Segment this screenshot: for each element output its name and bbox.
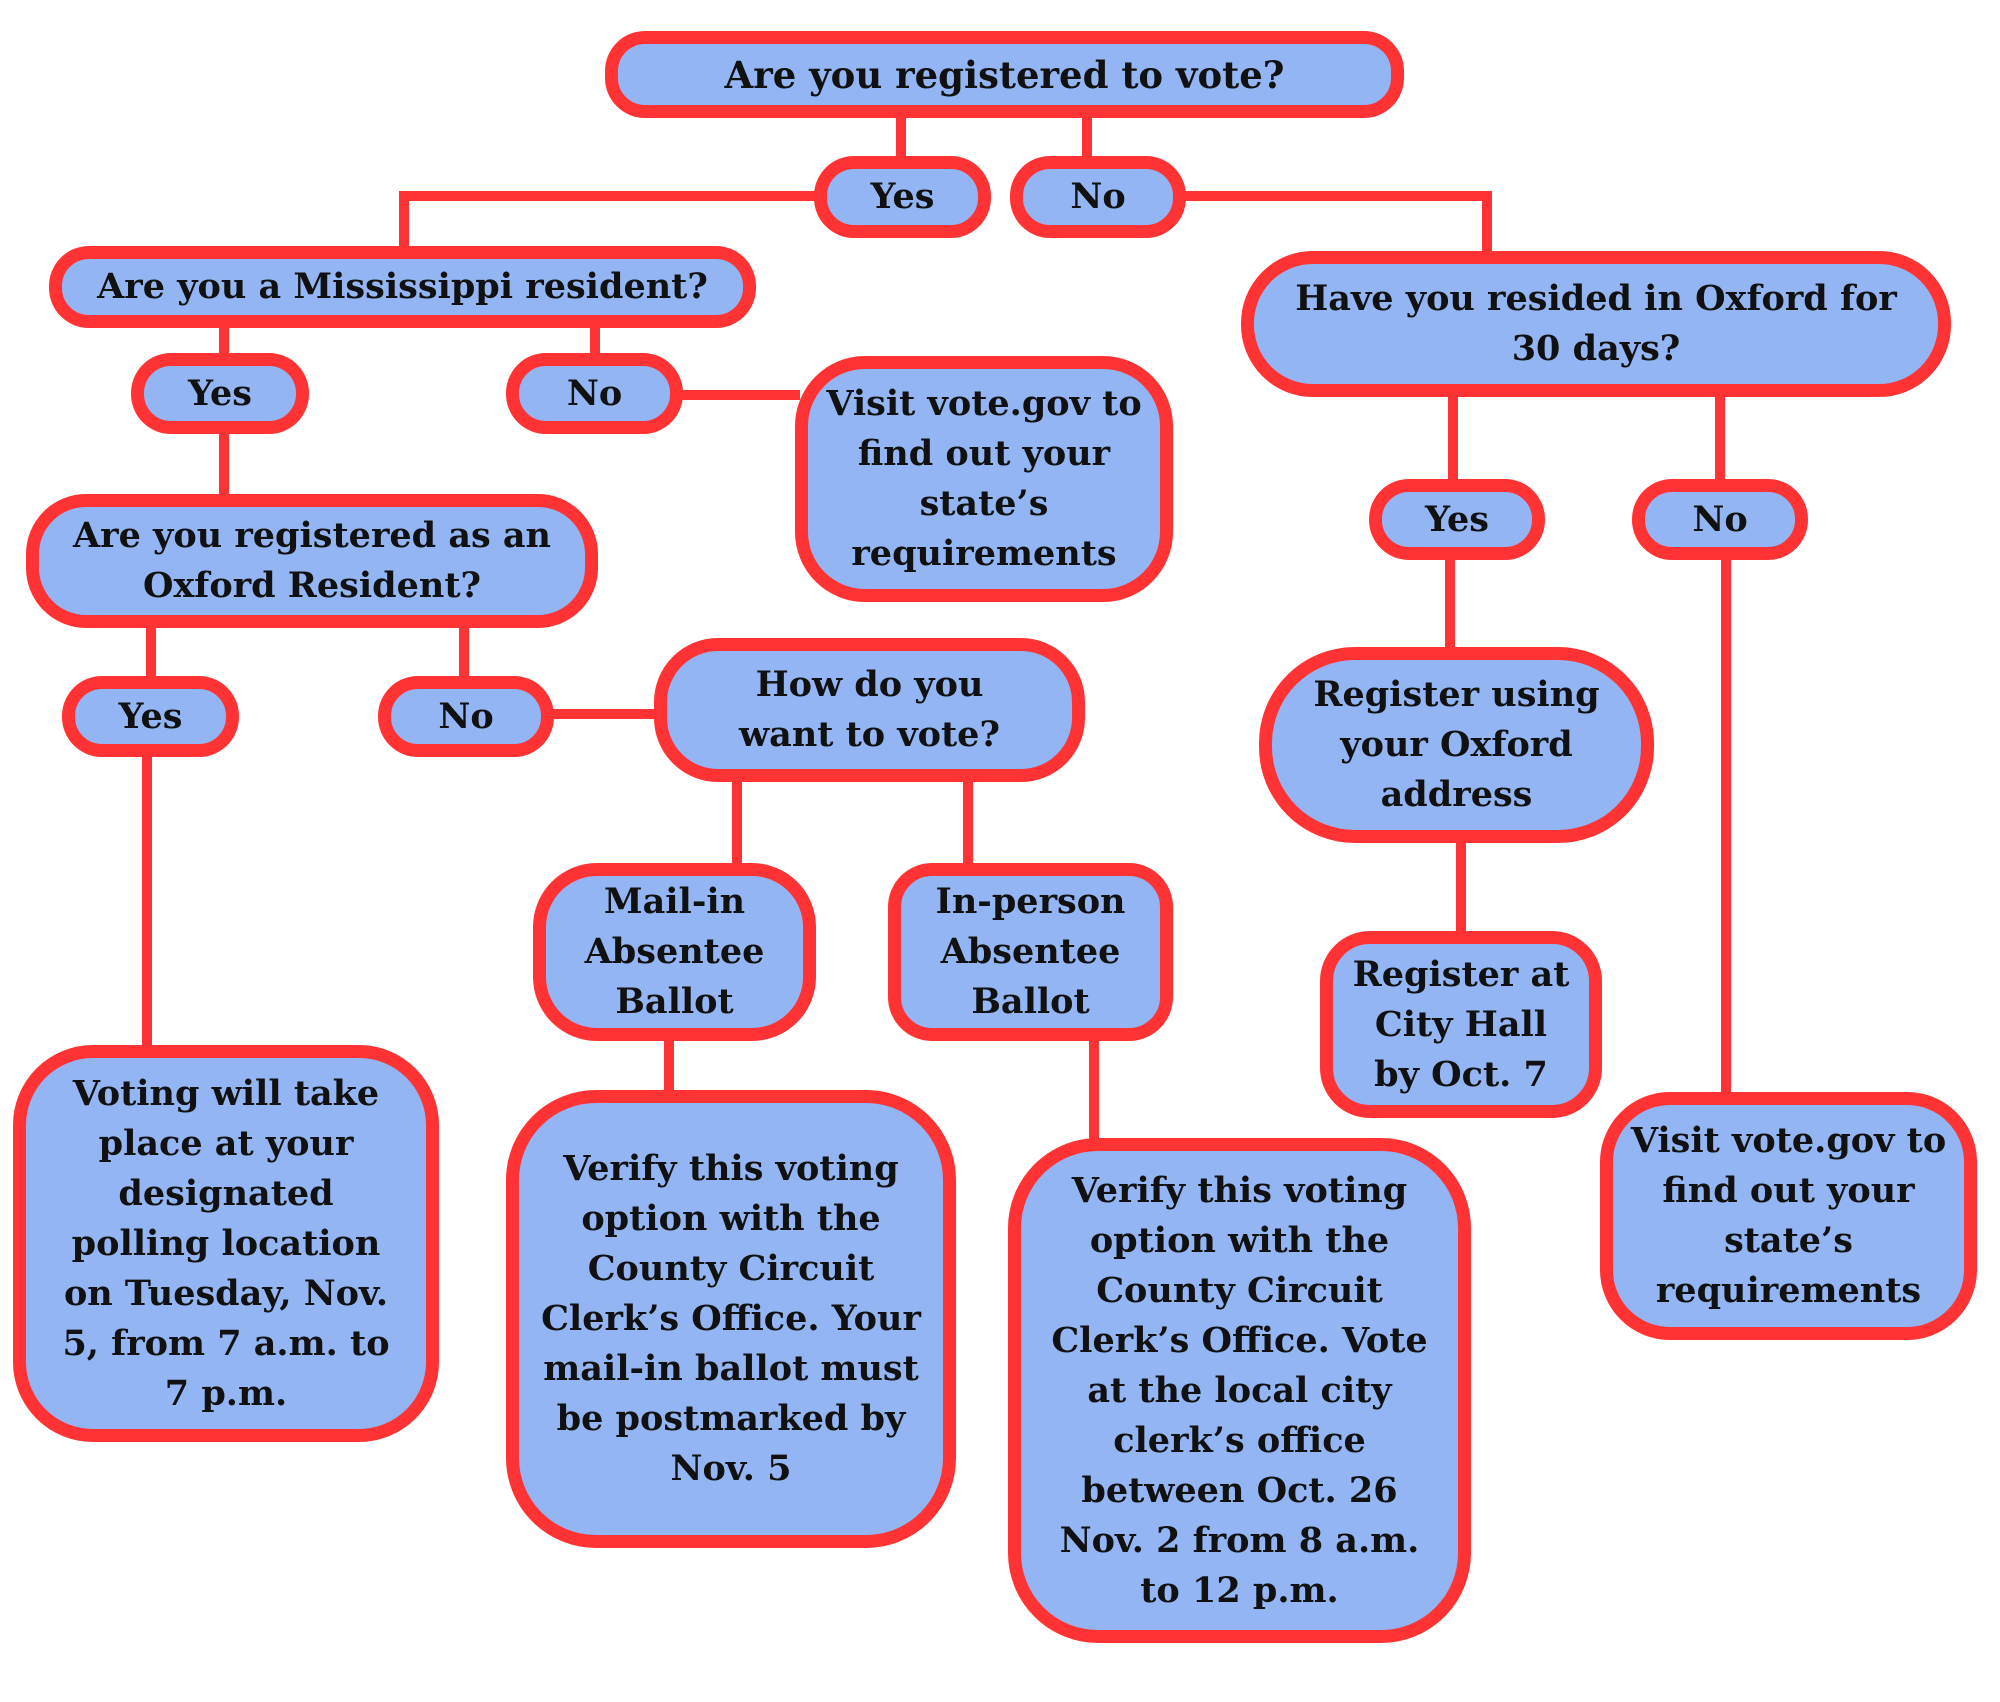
voting-location-info: Voting will take place at your designate…: [13, 1045, 439, 1442]
question-oxford-resident: Are you registered as an Oxford Resident…: [26, 494, 598, 628]
visit-vote-gov-box-2: Visit vote.gov to find out your state’s …: [1600, 1092, 1977, 1340]
connector: [732, 776, 742, 868]
connector: [1721, 555, 1731, 1096]
connector: [1089, 1036, 1099, 1142]
answer-registered-no: No: [1010, 156, 1186, 238]
question-resided-30-days: Have you resided in Oxford for 30 days?: [1241, 251, 1951, 397]
connector: [399, 191, 409, 251]
connector: [1482, 191, 1492, 256]
connector: [590, 322, 600, 357]
question-how-to-vote: How do you want to vote?: [654, 638, 1085, 782]
answer-oxford-no: No: [378, 676, 554, 757]
connector: [1180, 191, 1492, 201]
answer-resided-yes: Yes: [1369, 479, 1545, 560]
verify-mail-in-info: Verify this voting option with the Count…: [506, 1090, 956, 1548]
answer-oxford-yes: Yes: [62, 676, 239, 757]
connector: [142, 750, 152, 1050]
question-registered-to-vote: Are you registered to vote?: [605, 31, 1404, 118]
option-in-person-absentee: In-person Absentee Ballot: [888, 863, 1173, 1041]
connector: [963, 776, 973, 868]
connector: [664, 1036, 674, 1094]
connector: [1448, 392, 1458, 484]
connector: [678, 390, 800, 400]
connector: [1082, 112, 1092, 160]
register-oxford-address: Register using your Oxford address: [1259, 647, 1654, 843]
answer-ms-yes: Yes: [131, 353, 309, 434]
visit-vote-gov-box: Visit vote.gov to find out your state’s …: [795, 356, 1173, 602]
connector: [1445, 555, 1455, 651]
connector: [219, 430, 229, 498]
verify-in-person-info: Verify this voting option with the Count…: [1008, 1138, 1471, 1643]
connector: [146, 622, 156, 680]
answer-registered-yes: Yes: [814, 156, 991, 238]
connector: [219, 322, 229, 357]
connector: [1456, 838, 1466, 935]
option-mail-in-absentee: Mail-in Absentee Ballot: [533, 863, 816, 1041]
connector: [896, 112, 906, 160]
connector: [549, 709, 659, 719]
answer-resided-no: No: [1632, 479, 1808, 560]
register-city-hall: Register at City Hall by Oct. 7: [1320, 931, 1602, 1118]
question-ms-resident: Are you a Mississippi resident?: [49, 246, 756, 328]
answer-ms-no: No: [506, 353, 683, 434]
connector: [1715, 392, 1725, 484]
connector: [399, 191, 819, 201]
connector: [459, 622, 469, 680]
